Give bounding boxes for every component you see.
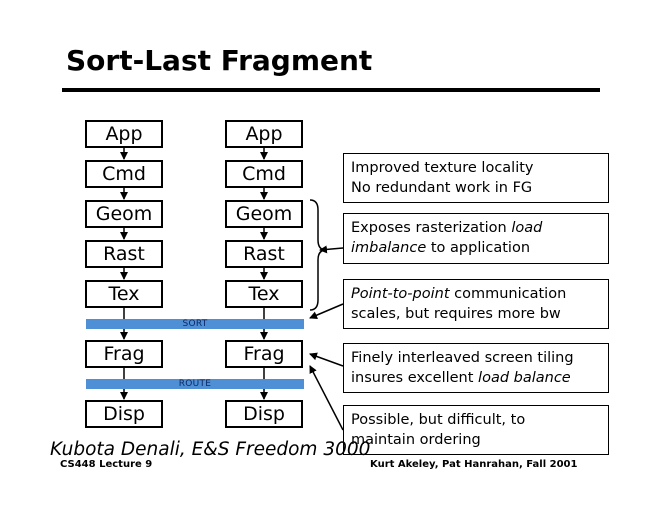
note-line: scales, but requires more bw [351, 306, 561, 322]
stage-cmd-1: Cmd [85, 160, 163, 188]
stage-disp-1: Disp [85, 400, 163, 428]
stage-app-2: App [225, 120, 303, 148]
stage-disp-2: Disp [225, 400, 303, 428]
stage-tex-1: Tex [85, 280, 163, 308]
stage-frag-2: Frag [225, 340, 303, 368]
note-line: insures excellent load balance [351, 370, 571, 386]
note-line: Point-to-point communication [351, 286, 567, 302]
stage-app-1: App [85, 120, 163, 148]
note-ordering: Possible, but difficult, to maintain orde… [343, 405, 609, 455]
footer-course: CS448 Lecture 9 [60, 459, 153, 470]
note-line: No redundant work in FG [351, 180, 533, 196]
stage-rast-1: Rast [85, 240, 163, 268]
stage-frag-1: Frag [85, 340, 163, 368]
note-line: Improved texture locality [351, 160, 534, 176]
arrow-to-brace [319, 245, 344, 254]
slide-title: Sort-Last Fragment [66, 44, 373, 77]
arrow-to-frag [309, 352, 344, 367]
stage-geom-2: Geom [225, 200, 303, 228]
note-line: Possible, but difficult, to [351, 412, 526, 428]
note-texture-locality: Improved texture locality No redundant wo… [343, 153, 609, 203]
footer-authors: Kurt Akeley, Pat Hanrahan, Fall 2001 [370, 459, 578, 470]
note-line: imbalance to application [351, 240, 531, 256]
route-bar: ROUTE [86, 379, 304, 389]
note-line: Exposes rasterization load [351, 220, 543, 236]
title-rule [62, 88, 600, 92]
sort-bar: SORT [86, 319, 304, 329]
arrow-to-sort [309, 303, 344, 319]
system-caption: Kubota Denali, E&S Freedom 3000 [50, 439, 371, 460]
stage-tex-2: Tex [225, 280, 303, 308]
note-point-to-point: Point-to-point communication scales, but … [343, 279, 609, 329]
geom-tex-bracket [309, 199, 327, 311]
stage-rast-2: Rast [225, 240, 303, 268]
note-rasterization-imbalance: Exposes rasterization load imbalance to a… [343, 213, 609, 264]
note-screen-tiling: Finely interleaved screen tiling insures … [343, 343, 609, 393]
arrow-to-disp [309, 365, 344, 431]
stage-geom-1: Geom [85, 200, 163, 228]
note-line: maintain ordering [351, 432, 481, 448]
note-line: Finely interleaved screen tiling [351, 350, 574, 366]
stage-cmd-2: Cmd [225, 160, 303, 188]
